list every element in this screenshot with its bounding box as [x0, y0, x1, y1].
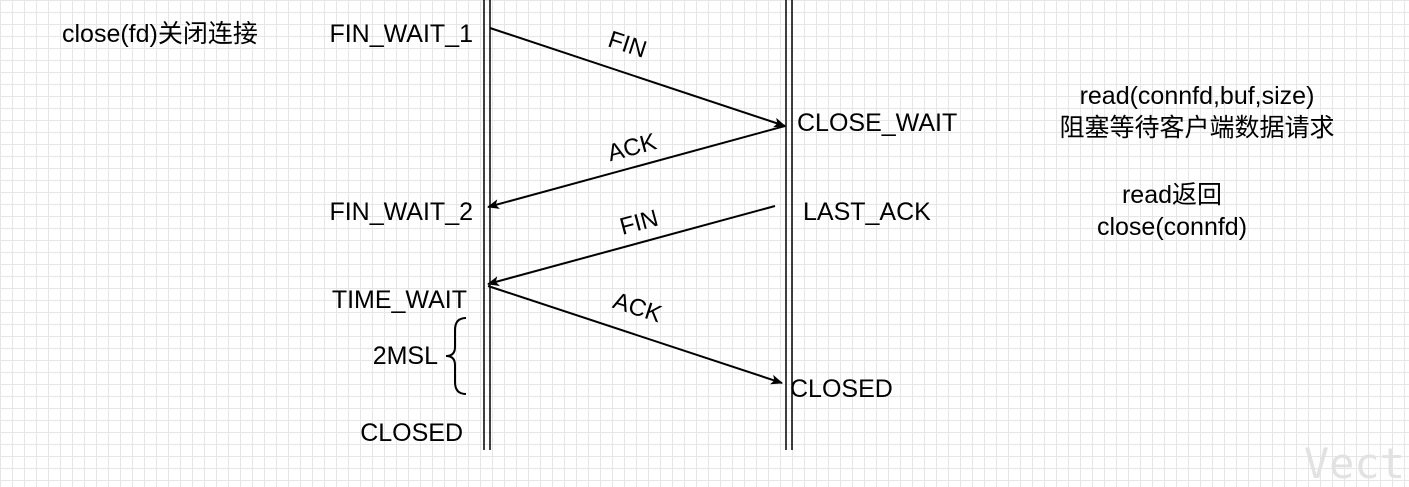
state-time-wait: TIME_WAIT — [332, 286, 467, 314]
state-close-wait: CLOSE_WAIT — [797, 109, 957, 137]
note-read-return: read返回 — [1122, 181, 1222, 209]
fin-1-label: FIN — [605, 26, 650, 64]
state-last-ack: LAST_ACK — [803, 198, 931, 226]
note-read-call: read(connfd,buf,size) — [1080, 82, 1315, 110]
ack-2-arrow — [487, 285, 783, 385]
watermark: Vect — [1304, 439, 1405, 487]
ack-1-label: ACK — [605, 128, 660, 167]
state-fin-wait-2: FIN_WAIT_2 — [329, 198, 473, 226]
note-read-block: 阻塞等待客户端数据请求 — [1059, 114, 1334, 142]
state-server-closed: CLOSED — [790, 375, 893, 403]
ack-1-arrow — [487, 125, 786, 209]
fin-2-label: FIN — [617, 205, 661, 241]
client-close-action: close(fd)关闭连接 — [62, 20, 258, 48]
ack-2-label: ACK — [610, 287, 665, 328]
fin-2-arrow — [487, 205, 776, 286]
server-lifeline — [785, 0, 793, 450]
msl-duration-label: 2MSL — [373, 342, 438, 370]
note-close-call: close(connfd) — [1097, 213, 1247, 241]
msl-brace — [445, 317, 467, 395]
state-fin-wait-1: FIN_WAIT_1 — [329, 20, 473, 48]
state-client-closed: CLOSED — [360, 419, 463, 447]
fin-1-arrow — [489, 27, 786, 128]
client-lifeline — [483, 0, 491, 450]
